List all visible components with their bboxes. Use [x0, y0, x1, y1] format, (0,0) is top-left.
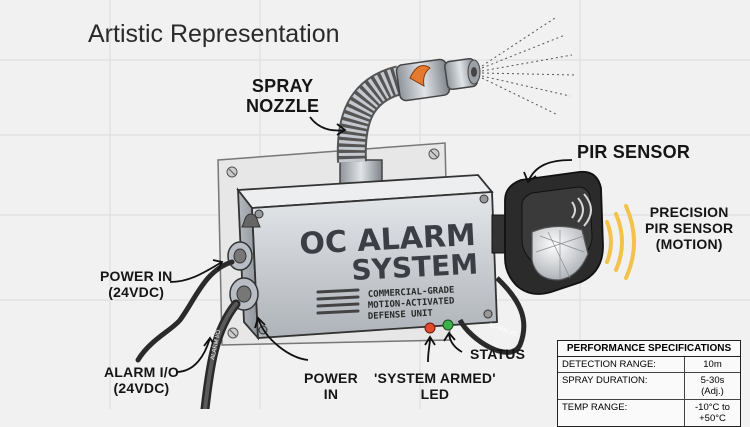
- device-tagline-3: DEFENSE UNIT: [368, 309, 434, 322]
- specs-header: PERFORMANCE SPECIFICATIONS: [558, 341, 740, 357]
- bell-icon: [241, 213, 261, 228]
- specs-value: -10°C to +50°C: [695, 402, 730, 424]
- specs-label: DETECTION RANGE:: [558, 357, 685, 372]
- device-name-line2: SYSTEM: [351, 247, 479, 287]
- performance-specs-table: PERFORMANCE SPECIFICATIONS DETECTION RAN…: [557, 340, 741, 427]
- callout-alarm-io: ALARM I/O(24VDC): [104, 364, 179, 396]
- callout-arrows: [169, 116, 573, 373]
- detection-waves-icon: [605, 204, 636, 280]
- specs-value: 5-30s (Adj.): [700, 375, 725, 397]
- armed-led: [424, 322, 436, 334]
- specs-label: SPRAY DURATION:: [558, 373, 685, 399]
- specs-row: SPRAY DURATION: 5-30s (Adj.): [558, 373, 740, 400]
- specs-row: TEMP RANGE: -10°C to +50°C: [558, 400, 740, 426]
- page-title: Artistic Representation: [88, 20, 340, 48]
- alarm-io-connector: [200, 277, 259, 409]
- device-tagline-1: COMMERCIAL-GRADE: [368, 285, 455, 300]
- callout-pir-sensor: PIR SENSOR: [577, 142, 691, 162]
- sensor-cable: [457, 276, 527, 355]
- callout-system-armed-led: 'SYSTEM ARMED'LED: [374, 370, 496, 402]
- specs-row: DETECTION RANGE: 10m: [558, 357, 740, 373]
- spray-mist: [481, 17, 576, 116]
- device-illustration: OC ALARM SYSTEM COMMERCIAL-GRADE MOTION-…: [0, 0, 750, 409]
- status-led: [442, 319, 454, 331]
- callout-status: STATUS: [470, 346, 526, 362]
- power-connector: [135, 241, 253, 363]
- sensor-cable-label: ALARM I/O: [487, 322, 518, 338]
- specs-label: TEMP RANGE:: [558, 400, 685, 426]
- motion-waves-icon: [571, 193, 592, 227]
- callout-power-in-24vdc: POWER IN(24VDC): [100, 268, 173, 300]
- pir-sensor: [491, 170, 604, 295]
- specs-value: 10m: [703, 359, 722, 370]
- device-tagline-2: MOTION-ACTIVATED: [368, 296, 456, 311]
